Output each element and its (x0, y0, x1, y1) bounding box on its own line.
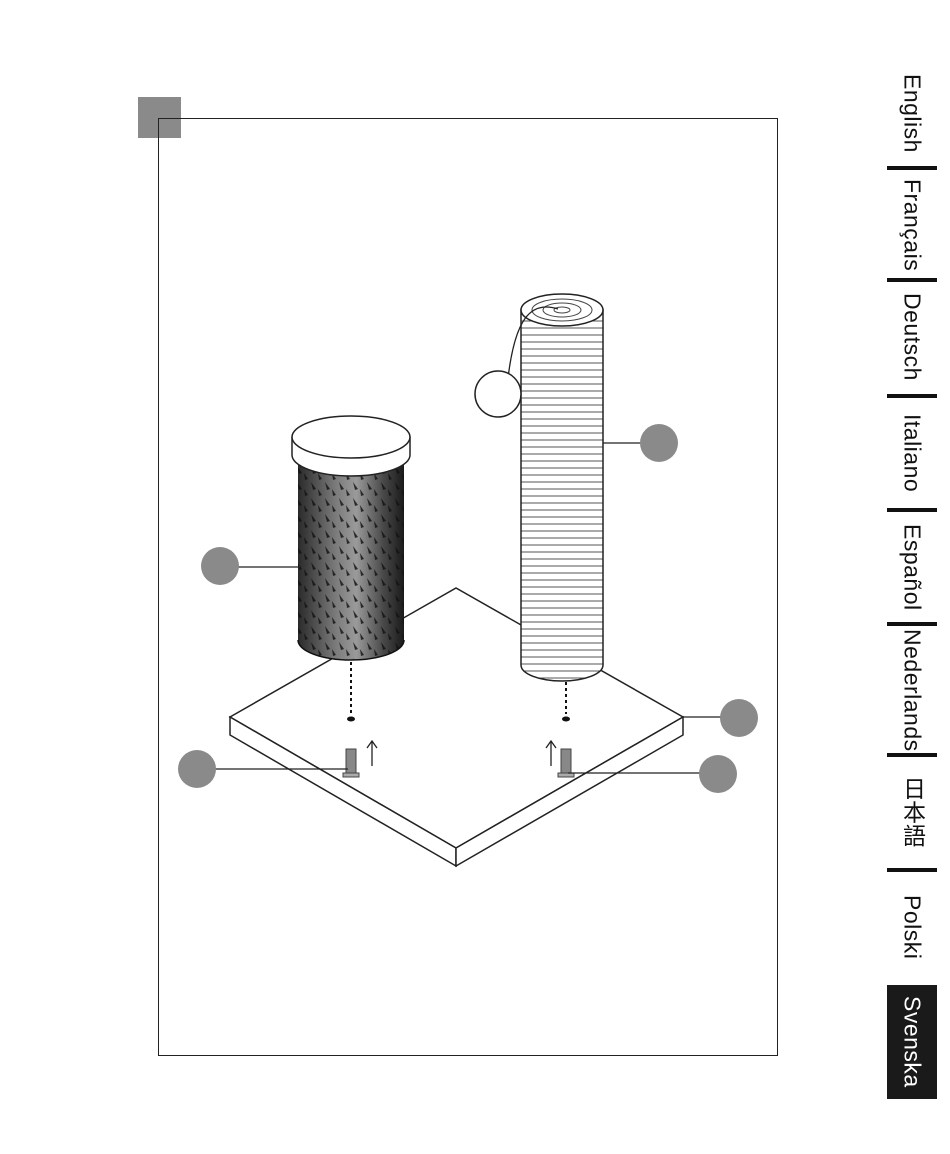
lang-label: English (901, 74, 924, 153)
lang-label: 日本語 (901, 777, 924, 848)
callout-dot-screw-right (699, 755, 737, 793)
callout-dot-base (720, 699, 758, 737)
language-tabs: English Français Deutsch Italiano Españo… (887, 60, 937, 1100)
lang-tab-deutsch[interactable]: Deutsch (887, 284, 937, 390)
string-ball-icon (475, 371, 521, 417)
lang-divider (887, 394, 937, 398)
lang-tab-svenska[interactable]: Svenska (887, 985, 937, 1099)
base-board (230, 588, 683, 866)
lang-label: Italiano (901, 414, 924, 492)
lang-divider (887, 508, 937, 512)
lang-divider (887, 278, 937, 282)
lang-label: Español (901, 524, 924, 611)
lang-tab-japanese[interactable]: 日本語 (887, 759, 937, 865)
brush-post (292, 416, 410, 660)
lang-tab-polski[interactable]: Polski (887, 874, 937, 980)
callout-dot-screw-left (178, 750, 216, 788)
lang-divider (887, 868, 937, 872)
lang-label: Deutsch (901, 293, 924, 381)
lang-label: Svenska (901, 996, 924, 1088)
lang-label: Français (901, 179, 924, 271)
callout-dot-sisal-post (640, 424, 678, 462)
lang-tab-espanol[interactable]: Español (887, 514, 937, 620)
lang-tab-italiano[interactable]: Italiano (887, 400, 937, 506)
lang-tab-francais[interactable]: Français (887, 172, 937, 278)
lang-divider (887, 753, 937, 757)
lang-divider (887, 622, 937, 626)
lang-label: Nederlands (901, 629, 924, 752)
lang-divider (887, 166, 937, 170)
callout-dot-brush-post (201, 547, 239, 585)
lang-label: Polski (901, 895, 924, 959)
lang-tab-nederlands[interactable]: Nederlands (887, 628, 937, 752)
lang-tab-english[interactable]: English (887, 60, 937, 166)
